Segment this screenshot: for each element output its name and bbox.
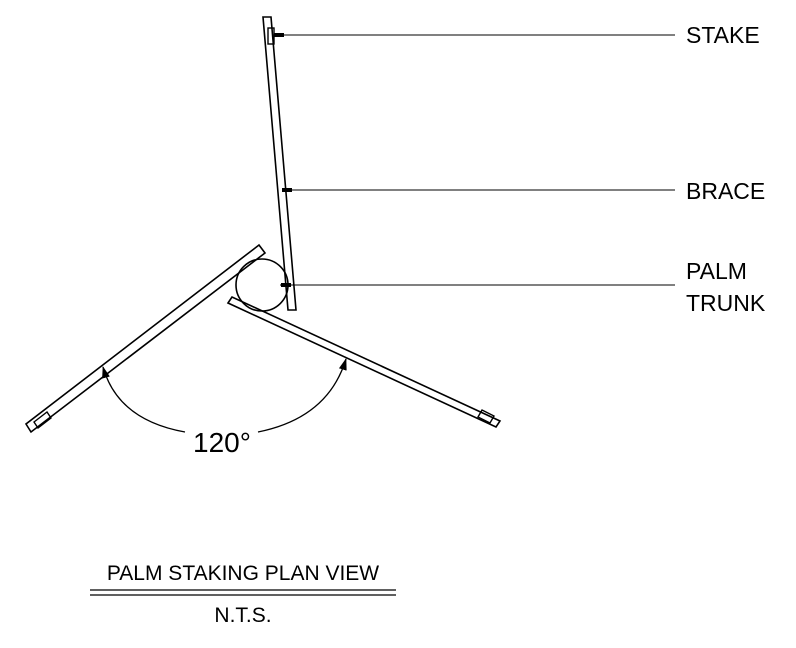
brace-right [226, 295, 502, 429]
brace-left [24, 243, 267, 434]
brace-label: BRACE [686, 178, 765, 204]
palm-label: PALM [686, 258, 747, 284]
drawing-title: PALM STAKING PLAN VIEW [107, 562, 379, 585]
stake-label: STAKE [686, 22, 760, 48]
angle-arc-right [257, 358, 347, 433]
palm-trunk-leader-tick [281, 283, 291, 287]
brace-leader-tick [282, 188, 292, 192]
trunk-label: TRUNK [686, 290, 766, 316]
stake-leader-tick [274, 33, 284, 37]
scale-note: N.T.S. [214, 604, 271, 627]
brace-vertical [262, 16, 297, 311]
stake-right [477, 409, 495, 424]
stake-left [33, 410, 52, 430]
angle-label: 120° [193, 427, 251, 458]
angle-arc-left [102, 366, 186, 433]
